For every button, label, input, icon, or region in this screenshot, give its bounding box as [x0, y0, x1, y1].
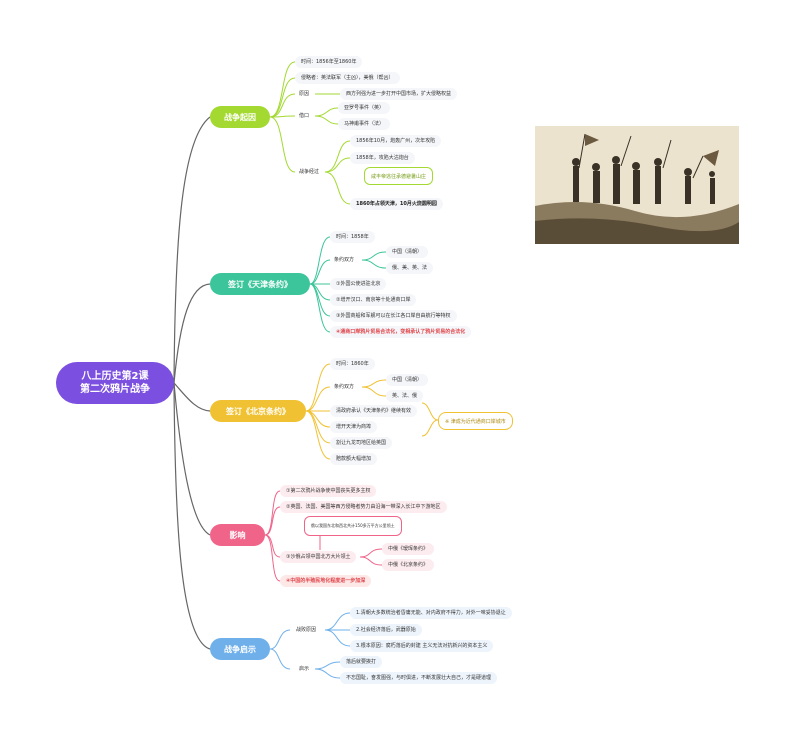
b1-process-1: 1856年10月，炮轰广州，次年攻陷	[350, 135, 442, 147]
b4-effect-3: ③沙俄占领中国北方大片领土	[280, 551, 357, 563]
b5-lesson-2: 不忘国耻，奋发图强，与时俱进，不断发展壮大自己，才是硬道理	[340, 672, 498, 684]
b2-clause-3: ③外国商船和军舰可以在长江各口岸自由航行等特权	[330, 310, 457, 322]
b5-lesson-1: 落后就要挨打	[340, 656, 383, 668]
b5-fail-1: 1.清朝大多数统治者昏庸无能、对内政府不得力，对外一味妥协退让	[350, 607, 512, 619]
branch-lessons: 战争启示	[210, 638, 270, 660]
b1-excuse-label: 借口	[299, 113, 310, 119]
b1-callout: 咸丰帝逃往承德避暑山庄	[364, 167, 434, 185]
b5-fail-label: 战败原因	[296, 627, 317, 633]
b1-cause-text: 西方列强为进一步打开中国市场，扩大侵略权益	[340, 88, 458, 100]
b2-clause-4: ④通商口岸鸦片贸易合法化，变相承认了鸦片贸易的合法化	[330, 326, 472, 338]
b3-party-china: 中国（清朝）	[386, 374, 429, 386]
b3-party-foreign: 英、法、俄	[386, 390, 424, 402]
b2-party-china: 中国（清朝）	[386, 246, 429, 258]
b2-clause-1: ①外国公使进驻北京	[330, 278, 387, 290]
b3-callout: ※ 津成为近代通商口岸城市	[438, 412, 513, 430]
branch-impact: 影响	[210, 524, 265, 546]
b4-effect-2: ②英国、法国、美国等西方侵略者势力由沿海一带深入长江中下游地区	[280, 501, 447, 513]
b3-parties-label: 条约双方	[334, 384, 355, 390]
b2-parties-label: 条约双方	[334, 257, 355, 263]
b1-excuse-2: 马神甫事件（法）	[338, 118, 391, 130]
root-node: 八上历史第2课 第二次鸦片战争	[56, 362, 174, 404]
b5-fail-2: 2.社会经济落后，武器原始	[350, 624, 422, 636]
b3-clause-1: 清政府承认《天津条约》继续有效	[330, 405, 418, 417]
b1-process-2: 1858年，攻陷大沽炮台	[350, 152, 415, 164]
b4-effect-4: ④中国的半殖民地化程度进一步加深	[280, 575, 372, 587]
branch-war-causes: 战争起因	[210, 106, 270, 128]
b4-effect-1: ①第二次鸦片战争使中国丧失更多主权	[280, 485, 377, 497]
branch-beijing-treaty: 签订《北京条约》	[210, 400, 306, 422]
b1-process-3: 1860年占领天津，10月火烧圆明园	[350, 198, 443, 210]
b5-fail-3: 3.根本原因：腐朽落后的封建 主义无法对抗新兴的资本主义	[350, 640, 494, 652]
b3-clause-3: 割让九龙司地区给英国	[330, 437, 393, 449]
b1-time: 时间：1856年至1860年	[295, 56, 363, 68]
b2-time: 时间：1858年	[330, 231, 375, 243]
b1-cause-label: 原因	[299, 91, 310, 97]
b5-lesson-label: 启示	[299, 666, 310, 672]
root-title-line1: 八上历史第2课	[81, 371, 149, 382]
b3-time: 时间：1860年	[330, 358, 375, 370]
branch-tianjin-treaty: 签订《天津条约》	[210, 273, 310, 295]
b1-process-label: 战争经过	[299, 169, 320, 175]
b3-clause-4: 赔款额大幅增加	[330, 453, 378, 465]
b4-callout: 俄以我国东北和西北共计150多万平方公里领土	[304, 516, 402, 536]
b2-clause-2: ②增开汉口、南京等十处通商口岸	[330, 294, 417, 306]
b1-aggressor: 侵略者：英法联军（主凶），美俄（帮凶）	[295, 72, 400, 84]
b2-party-foreign: 俄、美、英、法	[386, 262, 434, 274]
b3-clause-2: 增开天津为商埠	[330, 421, 378, 433]
root-title-line2: 第二次鸦片战争	[80, 384, 150, 395]
b1-excuse-1: 亚罗号事件（英）	[338, 102, 391, 114]
b4-treaty-aigun: 中俄《瑷珲条约》	[382, 543, 435, 555]
battle-engraving-image	[535, 126, 739, 244]
b4-treaty-beijing: 中俄《北京条约》	[382, 559, 435, 571]
